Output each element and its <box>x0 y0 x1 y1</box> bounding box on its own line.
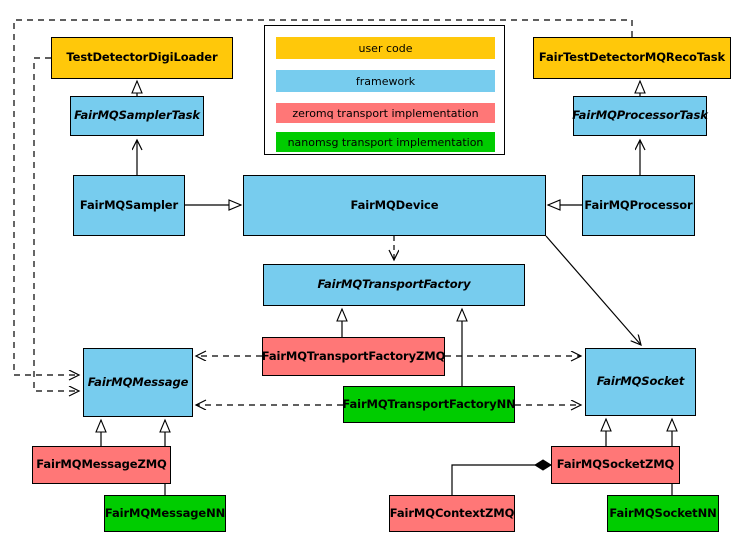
class-node-fairtestdetectormqrecotask[interactable]: FairTestDetectorMQRecoTask <box>533 37 731 79</box>
class-label-fairmqsocketnn: FairMQSocketNN <box>609 505 717 520</box>
class-node-fairmqdevice[interactable]: FairMQDevice <box>243 175 546 236</box>
class-node-fairmqsampler[interactable]: FairMQSampler <box>73 175 185 236</box>
edge-device-socket <box>545 235 641 345</box>
class-label-fairmqmessage: FairMQMessage <box>87 374 189 389</box>
class-node-fairmqsocket[interactable]: FairMQSocket <box>585 348 696 416</box>
class-label-fairmqdevice: FairMQDevice <box>350 197 439 212</box>
class-label-fairmqmessagenn: FairMQMessageNN <box>104 505 226 520</box>
class-label-fairtestdetectormqrecotask: FairTestDetectorMQRecoTask <box>538 50 726 65</box>
class-node-fairmqmessagezmq[interactable]: FairMQMessageZMQ <box>32 446 171 484</box>
edge-contextzmq-socketzmq <box>451 459 552 495</box>
legend-label-framework: framework <box>355 74 416 88</box>
class-node-fairmqmessage[interactable]: FairMQMessage <box>83 348 193 417</box>
legend-item-zeromq: zeromq transport implementation <box>276 103 495 123</box>
class-node-fairmqmessagenn[interactable]: FairMQMessageNN <box>104 495 226 532</box>
class-node-fairmqprocessor[interactable]: FairMQProcessor <box>582 175 695 236</box>
legend-item-nanomsg: nanomsg transport implementation <box>276 132 495 152</box>
class-label-fairmqtransportfactoryzmq: FairMQTransportFactoryZMQ <box>261 348 446 363</box>
class-label-fairmqsocket: FairMQSocket <box>596 374 685 389</box>
class-label-fairmqsamplertask: FairMQSamplerTask <box>74 108 200 123</box>
legend-label-user-code: user code <box>358 41 413 55</box>
class-label-fairmqsampler: FairMQSampler <box>79 197 179 212</box>
class-label-fairmqsocketzmq: FairMQSocketZMQ <box>556 457 675 472</box>
class-node-fairmqtransportfactoryzmq[interactable]: FairMQTransportFactoryZMQ <box>262 337 445 376</box>
class-label-testdetectordigiloader: TestDetectorDigiLoader <box>66 50 218 65</box>
class-node-fairmqsocketnn[interactable]: FairMQSocketNN <box>607 495 719 532</box>
class-label-fairmqprocessortask: FairMQProcessorTask <box>572 108 708 123</box>
legend-item-framework: framework <box>276 70 495 92</box>
class-label-fairmqprocessor: FairMQProcessor <box>584 197 693 212</box>
legend-item-user-code: user code <box>276 37 495 59</box>
legend-container: user code framework zeromq transport imp… <box>264 25 505 155</box>
class-node-testdetectordigiloader[interactable]: TestDetectorDigiLoader <box>51 37 233 79</box>
legend-label-nanomsg: nanomsg transport implementation <box>287 135 484 149</box>
class-node-fairmqprocessortask[interactable]: FairMQProcessorTask <box>572 96 708 136</box>
class-label-fairmqmessagezmq: FairMQMessageZMQ <box>36 457 167 472</box>
legend-label-zeromq: zeromq transport implementation <box>292 106 479 120</box>
class-node-fairmqsamplertask[interactable]: FairMQSamplerTask <box>70 96 204 136</box>
class-label-fairmqcontextzmq: FairMQContextZMQ <box>389 505 515 520</box>
class-node-fairmqtransportfactorynn[interactable]: FairMQTransportFactoryNN <box>342 386 516 423</box>
class-node-fairmqtransportfactory[interactable]: FairMQTransportFactory <box>263 264 525 306</box>
class-label-fairmqtransportfactory: FairMQTransportFactory <box>317 277 471 292</box>
class-node-fairmqsocketzmq[interactable]: FairMQSocketZMQ <box>551 446 680 484</box>
class-node-fairmqcontextzmq[interactable]: FairMQContextZMQ <box>389 495 515 532</box>
class-label-fairmqtransportfactorynn: FairMQTransportFactoryNN <box>342 396 516 411</box>
